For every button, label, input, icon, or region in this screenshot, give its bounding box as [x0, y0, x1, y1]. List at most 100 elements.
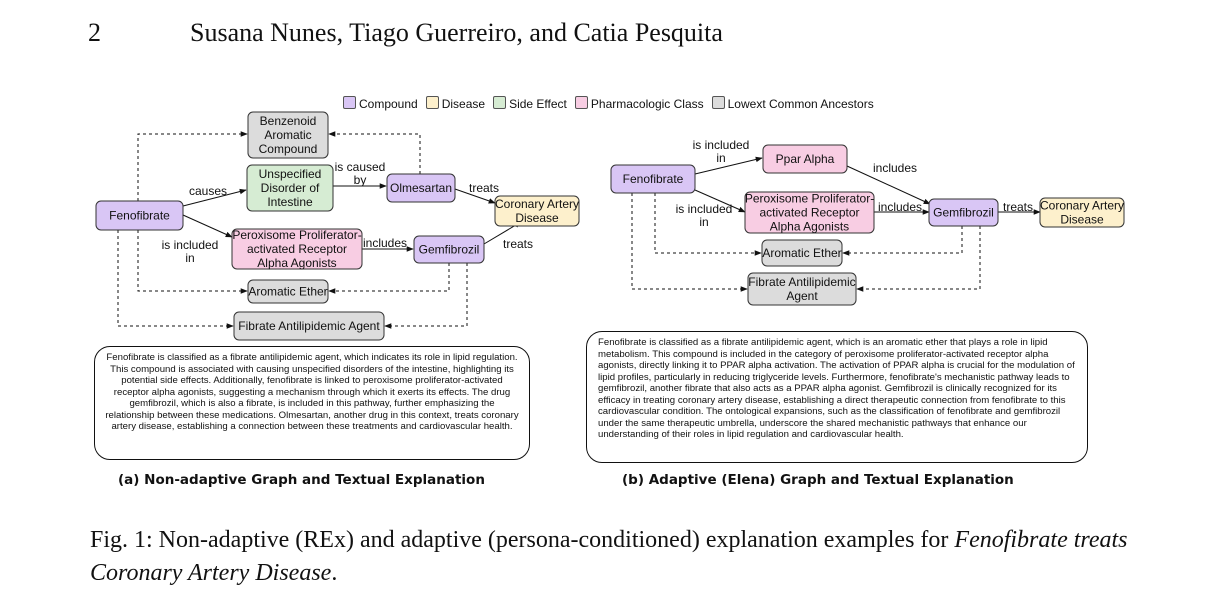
- node-a-unspecified-text: Unspecified: [259, 167, 322, 181]
- legend-item-compound: Compound: [343, 95, 418, 111]
- node-b-fibrate-agent-text: Fibrate Antilipidemic: [748, 275, 855, 289]
- edge-a-dash-feno-ether: [137, 230, 248, 294]
- edge-b-dash-feno-ether: [654, 193, 762, 256]
- node-a-gemfibrozil: Gemfibrozil: [413, 235, 485, 264]
- node-a-ppar-box: [231, 228, 363, 270]
- node-b-ppar-alpha-box: [762, 144, 848, 174]
- legend-label: Disease: [441, 97, 486, 111]
- page-number: 2: [88, 18, 101, 47]
- legend-item-pharmacologic-class: Pharmacologic Class: [574, 95, 704, 111]
- legend-swatch: [425, 95, 439, 109]
- node-b-ppar-alpha-text: Ppar Alpha: [776, 152, 835, 166]
- node-a-ppar-text: activated Receptor: [247, 242, 347, 256]
- node-b-aromatic-ether-text: Aromatic Ether: [762, 246, 841, 260]
- edge-label-b-is-included-in-1: is included: [693, 138, 750, 152]
- node-a-ppar-text: Alpha Agonists: [257, 256, 336, 270]
- edge-label-a-treats-olm: treats: [469, 181, 499, 195]
- node-b-fibrate-agent-box: [747, 272, 857, 306]
- node-a-cad-box: [494, 195, 580, 227]
- node-a-fibrate-agent-text: Fibrate Antilipidemic Agent: [238, 319, 380, 333]
- textual-explanation-adaptive: Fenofibrate is classified as a fibrate a…: [586, 331, 1088, 463]
- edge-label-a-is-included-in: is included: [162, 238, 219, 252]
- edge-a-olmesartan-cad: [454, 188, 496, 204]
- edge-b-feno-ppar-agonists: [694, 189, 746, 213]
- edge-label-b-is-included-in-2: in: [699, 215, 708, 229]
- node-a-cad-text: Disease: [515, 211, 559, 225]
- legend-swatch: [574, 95, 588, 109]
- node-b-cad-text: Disease: [1060, 213, 1104, 227]
- node-b-gemfibrozil-box: [928, 198, 999, 227]
- edge-label-a-is-caused-by: is caused: [335, 160, 386, 174]
- legend-swatch: [343, 95, 356, 109]
- edge-label-a-includes: includes: [363, 236, 407, 250]
- legend-swatch: [493, 95, 507, 109]
- node-b-ppar-agonists-text: Alpha Agonists: [770, 220, 849, 234]
- node-b-gemfibrozil-text: Gemfibrozil: [933, 206, 994, 220]
- edge-label-a-causes: causes: [189, 184, 227, 198]
- node-a-fenofibrate: Fenofibrate: [95, 200, 184, 231]
- legend-label: Side Effect: [509, 97, 567, 111]
- node-a-gemfibrozil-text: Gemfibrozil: [419, 243, 480, 257]
- node-b-fenofibrate-text: Fenofibrate: [623, 172, 684, 186]
- edge-a-causes: [182, 188, 247, 207]
- node-b-fibrate-agent-text: Agent: [786, 289, 818, 303]
- legend-item-ancestors: Lowext Common Ancestors: [711, 95, 874, 111]
- node-a-ppar-text: Peroxisome Proliferator-: [232, 228, 361, 242]
- node-b-gemfibrozil: Gemfibrozil: [928, 198, 999, 227]
- running-header-authors: Susana Nunes, Tiago Guerreiro, and Catia…: [190, 18, 723, 47]
- node-a-fibrate-agent: Fibrate Antilipidemic Agent: [233, 311, 385, 341]
- legend-item-disease: Disease: [425, 95, 486, 111]
- edge-a-dash-feno-fibrate: [117, 230, 234, 329]
- legend-label: Compound: [359, 97, 418, 111]
- edge-a-included-ppar: [182, 214, 233, 238]
- edge-b-ppar-alpha-gem: [846, 165, 931, 205]
- node-b-aromatic-ether: Aromatic Ether: [761, 239, 843, 267]
- node-a-ppar: Peroxisome Proliferator-activated Recept…: [231, 228, 363, 270]
- legend-label: Pharmacologic Class: [590, 97, 704, 111]
- node-a-aromatic-ether-text: Aromatic Ether: [248, 285, 327, 299]
- legend-swatch: [711, 95, 725, 109]
- edge-label-b-includes-1: includes: [873, 161, 917, 175]
- edge-b-dash-feno-fibrate: [631, 193, 748, 292]
- node-b-ppar-alpha: Ppar Alpha: [762, 144, 848, 174]
- legend-item-side-effect: Side Effect: [493, 95, 567, 111]
- figure-legend: Compound Disease Side Effect Pharmacolog…: [343, 94, 882, 114]
- caption-prefix: Fig. 1: Non-adaptive (REx) and adaptive …: [90, 527, 955, 553]
- node-a-olmesartan-text: Olmesartan: [390, 181, 452, 195]
- node-a-unspecified-text: Disorder of: [261, 181, 320, 195]
- node-b-ppar-agonists-box: [744, 191, 875, 234]
- node-a-aromatic-ether: Aromatic Ether: [247, 279, 329, 304]
- node-a-olmesartan: Olmesartan: [386, 173, 456, 203]
- edge-label-a-is-caused-by: by: [354, 173, 367, 187]
- node-a-fenofibrate-text: Fenofibrate: [109, 209, 170, 223]
- node-a-olmesartan-box: [386, 173, 456, 203]
- edge-label-a-treats-gem: treats: [503, 237, 533, 251]
- node-a-fenofibrate-box: [95, 200, 184, 231]
- textual-explanation-non-adaptive: Fenofibrate is classified as a fibrate a…: [94, 346, 530, 460]
- edge-a-dash-gem-ether: [328, 263, 450, 294]
- node-b-ppar-agonists: Peroxisome Proliferator-activated Recept…: [744, 191, 875, 234]
- node-a-benzenoid-text: Aromatic: [264, 128, 311, 142]
- edge-label-b-treats: treats: [1003, 200, 1033, 214]
- edge-a-dash-olm-benzenoid: [328, 131, 421, 174]
- node-a-benzenoid-text: Benzenoid: [260, 114, 317, 128]
- edge-a-dash-feno-benzenoid: [137, 131, 248, 201]
- node-b-cad-box: [1039, 197, 1125, 228]
- edge-b-dash-gem-fibrate: [856, 226, 981, 292]
- node-a-fibrate-agent-box: [233, 311, 385, 341]
- legend-label: Lowext Common Ancestors: [727, 97, 874, 111]
- caption-suffix: .: [331, 560, 338, 586]
- subcaption-b: (b) Adaptive (Elena) Graph and Textual E…: [622, 472, 1014, 488]
- edge-b-feno-ppar-alpha: [694, 156, 763, 175]
- node-a-benzenoid-box: [247, 111, 329, 159]
- edge-label-a-is-included-in: in: [185, 251, 194, 265]
- node-a-gemfibrozil-box: [413, 235, 485, 264]
- node-b-fenofibrate: Fenofibrate: [610, 164, 696, 194]
- edge-a-dash-gem-fibrate: [384, 263, 468, 329]
- caption-italic: Fenofibrate treats Coronary Artery Disea…: [90, 527, 1128, 586]
- subcaption-a: (a) Non-adaptive Graph and Textual Expla…: [118, 472, 485, 488]
